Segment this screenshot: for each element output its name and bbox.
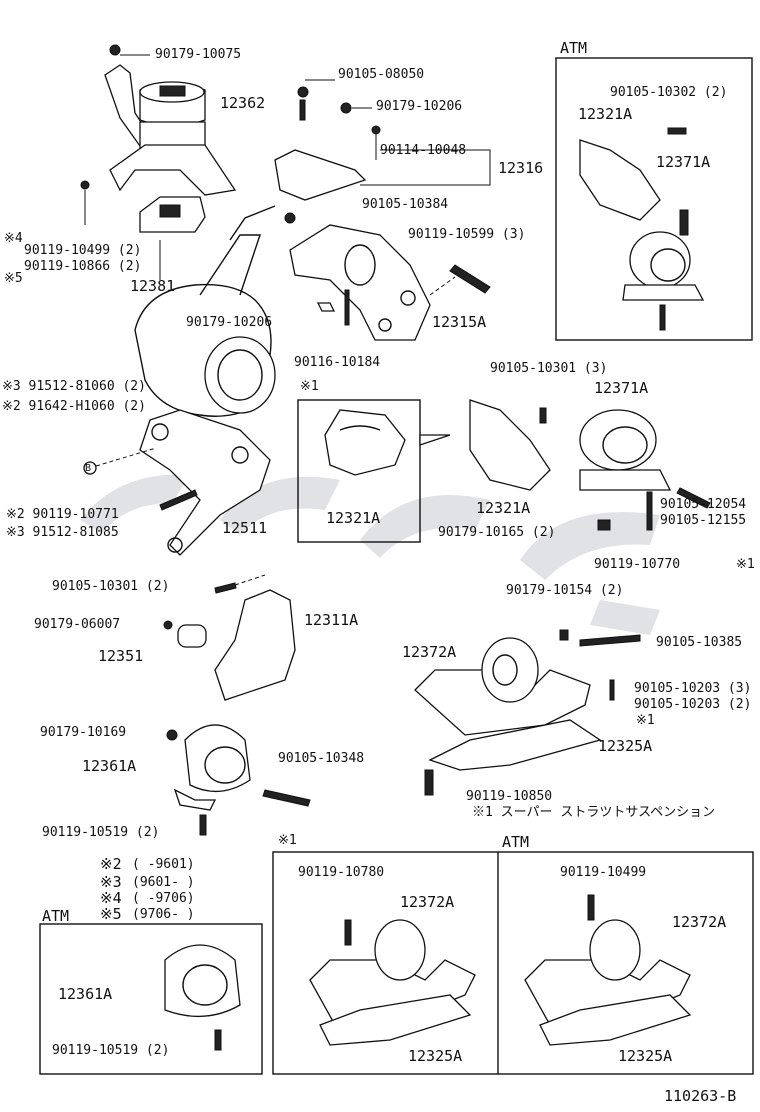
- part-label-12361A-atm: 12361A: [58, 985, 113, 1003]
- part-label-90105-10302: 90105-10302 (2): [610, 85, 728, 100]
- ref-mark-1: ※1: [300, 379, 319, 394]
- engine-block-outline: [134, 205, 276, 417]
- part-label-12325A-sub: 12325A: [408, 1047, 463, 1065]
- diagram-id: 110263-B: [664, 1087, 737, 1105]
- part-label-90179-10075: 90179-10075: [155, 47, 242, 62]
- part-label-90119-10499-atm: 90119-10499: [560, 865, 647, 880]
- part-label-91512-81085: ※3 91512-81085: [6, 525, 119, 540]
- part-label-12321A-ref: 12321A: [326, 509, 381, 527]
- part-label-90116-10184: 90116-10184: [294, 355, 381, 370]
- part-label-12372A: 12372A: [402, 643, 457, 661]
- part-label-90179-10165: 90179-10165 (2): [438, 525, 556, 540]
- note-mark-4b: ※4: [100, 889, 122, 907]
- part-label-90105-10203-2: 90105-10203 (2): [634, 697, 752, 712]
- part-label-90119-10599: 90119-10599 (3): [408, 227, 526, 242]
- ref-mark-1c: ※1: [636, 713, 655, 728]
- part-label-90179-10206-b: 90179-10206: [186, 315, 273, 330]
- watermark-logo: [80, 474, 660, 635]
- callout-B: B: [85, 463, 92, 474]
- atm-label-bottom-left: ATM: [42, 907, 70, 925]
- part-label-90119-10770: 90119-10770: [594, 557, 681, 572]
- part-label-12311A: 12311A: [304, 611, 359, 629]
- part-label-12372A-sub: 12372A: [400, 893, 455, 911]
- part-label-90179-10169: 90179-10169: [40, 725, 127, 740]
- mount-12372A-assembly: [414, 629, 641, 796]
- part-label-90119-10866: 90119-10866 (2): [24, 259, 142, 274]
- part-label-90105-10348: 90105-10348: [278, 751, 365, 766]
- bottom-variant-box: [272, 851, 754, 1075]
- part-label-12321A-atm: 12321A: [578, 105, 633, 123]
- note-mark-3: ※3: [100, 873, 122, 891]
- note-mark-5b: ※5: [100, 905, 122, 923]
- note-text-5: (9706- ): [132, 907, 195, 922]
- part-label-12372A-atm: 12372A: [672, 913, 727, 931]
- note-mark-4: ※4: [4, 231, 23, 246]
- atm-box-top: [555, 57, 753, 341]
- part-label-90105-10301-2: 90105-10301 (2): [52, 579, 170, 594]
- part-label-90119-10499: 90119-10499 (2): [24, 243, 142, 258]
- part-label-12362: 12362: [220, 94, 266, 112]
- part-label-12321A: 12321A: [476, 499, 531, 517]
- part-label-12316: 12316: [498, 159, 544, 177]
- reference-callout-box: [297, 399, 451, 543]
- part-label-91512-81060: ※3 91512-81060 (2): [2, 379, 146, 394]
- part-label-90119-10771: ※2 90119-10771: [6, 507, 119, 522]
- part-label-12351: 12351: [98, 647, 144, 665]
- bracket-12511: [83, 409, 271, 556]
- part-label-12511: 12511: [222, 519, 268, 537]
- part-label-12371A: 12371A: [594, 379, 649, 397]
- bracket-12316: [274, 79, 491, 224]
- mount-12361A: [166, 724, 311, 836]
- part-label-90119-10519-atm: 90119-10519 (2): [52, 1043, 170, 1058]
- atm-label-bottom-right: ATM: [502, 833, 530, 851]
- part-label-90114-10048: 90114-10048: [380, 143, 467, 158]
- note-mark-5: ※5: [4, 271, 23, 286]
- engine-mount-12362: [104, 44, 237, 196]
- part-label-12381: 12381: [130, 277, 176, 295]
- ref-mark-1b: ※1: [736, 557, 755, 572]
- part-label-12371A-atm: 12371A: [656, 153, 711, 171]
- mount-12381: [80, 180, 206, 280]
- part-label-90105-10301-3: 90105-10301 (3): [490, 361, 608, 376]
- note-super-strut: ※1 スーパー ストラツトサスペンション: [472, 805, 716, 820]
- note-text-4: ( -9706): [132, 891, 195, 906]
- part-label-12325A: 12325A: [598, 737, 653, 755]
- part-label-90179-10154: 90179-10154 (2): [506, 583, 624, 598]
- note-mark-2: ※2: [100, 855, 122, 873]
- part-label-90179-06007: 90179-06007: [34, 617, 121, 632]
- ref-mark-1d: ※1: [278, 833, 297, 848]
- part-label-90105-10203-3: 90105-10203 (3): [634, 681, 752, 696]
- part-label-91642-H1060: ※2 91642-H1060 (2): [2, 399, 146, 414]
- bracket-12315A: [289, 224, 491, 341]
- part-label-90105-12054: 90105-12054: [660, 497, 747, 512]
- note-text-2: ( -9601): [132, 857, 195, 872]
- part-label-90105-08050: 90105-08050: [338, 67, 425, 82]
- part-label-90119-10850: 90119-10850: [466, 789, 553, 804]
- atm-box-bottom-left: [39, 923, 263, 1075]
- part-label-12361A: 12361A: [82, 757, 137, 775]
- part-label-90119-10780: 90119-10780: [298, 865, 385, 880]
- part-label-12325A-atm: 12325A: [618, 1047, 673, 1065]
- note-text-3: (9601- ): [132, 875, 195, 890]
- part-label-90119-10519: 90119-10519 (2): [42, 825, 160, 840]
- part-label-90179-10206-a: 90179-10206: [376, 99, 463, 114]
- part-label-12315A: 12315A: [432, 313, 487, 331]
- atm-label-top: ATM: [560, 39, 588, 57]
- part-label-90105-10384: 90105-10384: [362, 197, 449, 212]
- mount-12371A-assembly: [469, 399, 711, 531]
- part-label-90105-10385: 90105-10385: [656, 635, 743, 650]
- part-label-90105-12155: 90105-12155: [660, 513, 747, 528]
- bracket-12311A: [163, 574, 296, 701]
